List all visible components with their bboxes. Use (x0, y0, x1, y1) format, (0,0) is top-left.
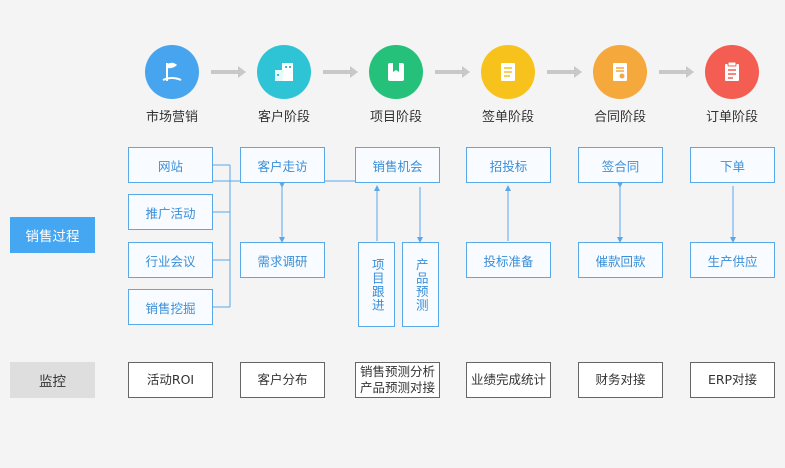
list-icon (705, 45, 759, 99)
industry-meeting-box: 行业会议 (128, 242, 213, 278)
production-supply-box: 生产供应 (690, 242, 775, 278)
stage-label-marketing: 市场营销 (145, 110, 198, 125)
building-icon (257, 45, 311, 99)
sales-mining-box: 销售挖掘 (128, 289, 213, 325)
stage-arrow (659, 66, 694, 78)
performance-stats-box: 业绩完成统计 (466, 362, 551, 398)
bid-preparation-box: 投标准备 (466, 242, 551, 278)
stage-arrow (323, 66, 358, 78)
stage-label-project: 项目阶段 (369, 110, 422, 125)
sales-process-label: 销售过程 (10, 217, 95, 253)
activity-roi-box: 活动ROI (128, 362, 213, 398)
customer-distribution-box: 客户分布 (240, 362, 325, 398)
customer-visit-box: 客户走访 (240, 147, 325, 183)
stage-arrow (211, 66, 246, 78)
bidding-box: 招投标 (466, 147, 551, 183)
stage-label-contract: 合同阶段 (593, 110, 646, 125)
bookmark-icon (369, 45, 423, 99)
sign-contract-box: 签合同 (578, 147, 663, 183)
website-box: 网站 (128, 147, 213, 183)
flag-icon (145, 45, 199, 99)
promotion-box: 推广活动 (128, 194, 213, 230)
requirement-research-box: 需求调研 (240, 242, 325, 278)
erp-integration-box: ERP对接 (690, 362, 775, 398)
forecast-analysis-line1: 销售预测分析 (359, 363, 435, 379)
stage-label-order: 订单阶段 (705, 110, 758, 125)
certificate-icon (593, 45, 647, 99)
sales-opportunity-box: 销售机会 (355, 147, 440, 183)
payment-collection-box: 催款回款 (578, 242, 663, 278)
forecast-analysis-box: 销售预测分析 产品预测对接 (355, 362, 440, 398)
stage-arrow (547, 66, 582, 78)
document-icon (481, 45, 535, 99)
forecast-analysis-line2: 产品预测对接 (359, 380, 435, 395)
stage-label-customer: 客户阶段 (257, 110, 310, 125)
place-order-box: 下单 (690, 147, 775, 183)
project-followup-box: 项目跟进 (358, 242, 395, 327)
stage-label-signing: 签单阶段 (481, 110, 534, 125)
finance-integration-box: 财务对接 (578, 362, 663, 398)
product-forecast-box: 产品预测 (402, 242, 439, 327)
stage-arrow (435, 66, 470, 78)
monitor-label: 监控 (10, 362, 95, 398)
